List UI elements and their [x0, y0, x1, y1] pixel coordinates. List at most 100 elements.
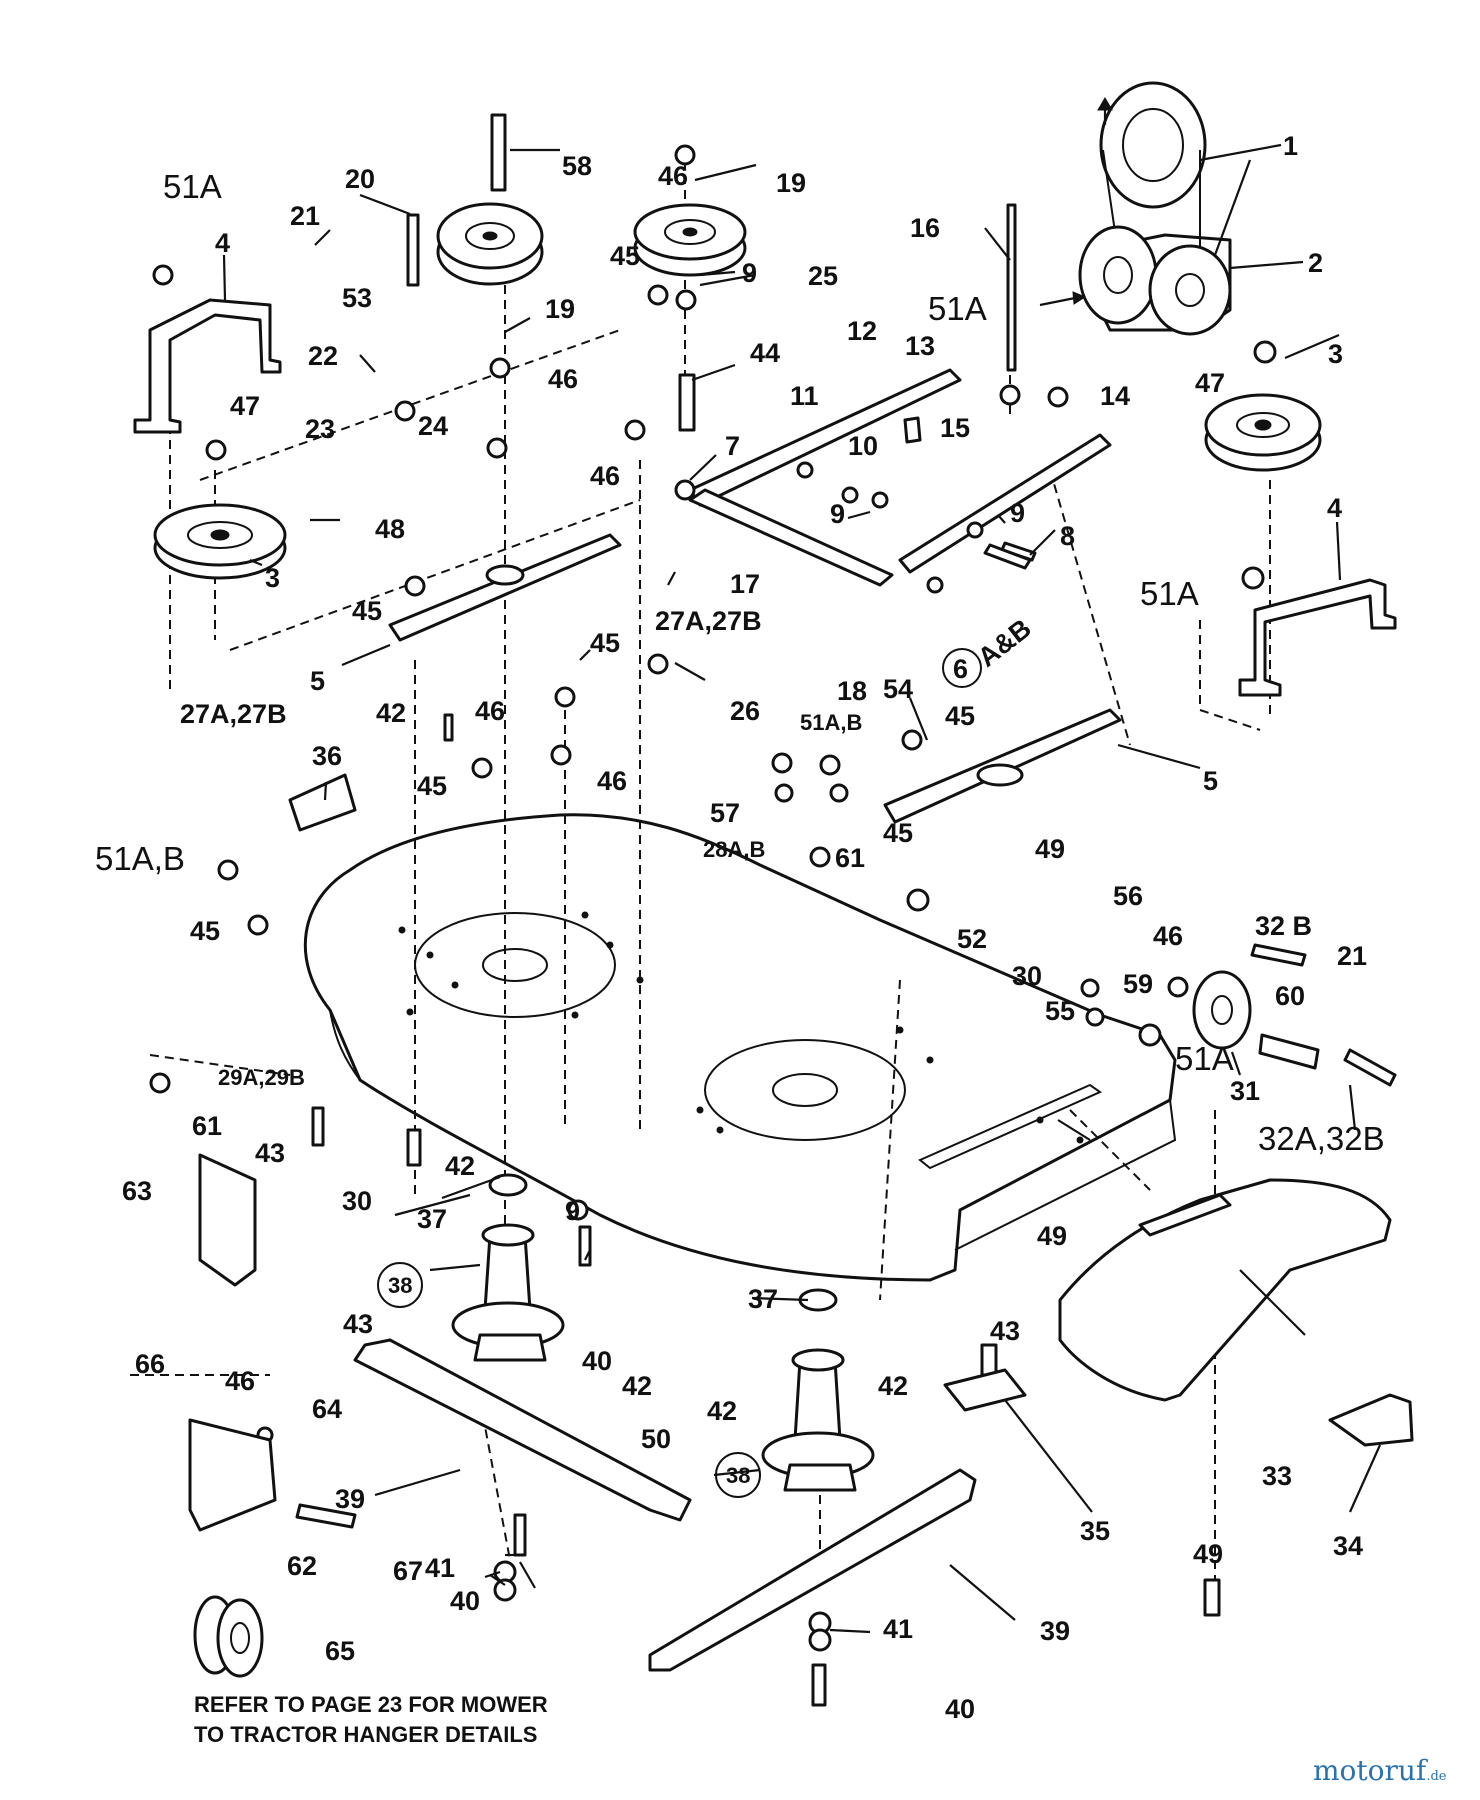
callout-50: 50: [641, 1424, 671, 1454]
callout-41: 41: [425, 1553, 455, 1583]
callout-4: 4: [215, 228, 230, 258]
callout-46: 46: [597, 766, 627, 796]
callout-15: 15: [940, 413, 970, 443]
callout-45: 45: [610, 241, 640, 271]
callout-23: 23: [305, 414, 335, 444]
decal-35: [943, 1368, 1027, 1412]
decal-36: [288, 773, 357, 832]
callout-9: 9: [1010, 498, 1025, 528]
watermark-name: motoruf: [1313, 1754, 1427, 1787]
baffle-63: [198, 1153, 257, 1287]
flat-idler-pulley-19b: [633, 203, 747, 277]
callout-49: 49: [1037, 1221, 1067, 1251]
callout-37: 37: [417, 1204, 447, 1234]
callout-46: 46: [1153, 921, 1183, 951]
callout-27ab: 27A,27B: [180, 699, 287, 729]
reference-note-line-2: TO TRACTOR HANGER DETAILS: [194, 1722, 538, 1747]
hardware-bolts: [311, 113, 1397, 1707]
callout-38: 38: [726, 1463, 750, 1488]
callout-10: 10: [848, 431, 878, 461]
callout-7: 7: [725, 431, 740, 461]
callout-28ab: 28A,B: [703, 837, 765, 862]
callout-39: 39: [1040, 1616, 1070, 1646]
callout-45: 45: [883, 818, 913, 848]
idler-pulley-right: [1204, 393, 1322, 472]
callout-27ab: 27A,27B: [655, 606, 762, 636]
callout-62: 62: [287, 1551, 317, 1581]
callout-5: 5: [1203, 766, 1218, 796]
leader-lines: [222, 143, 1382, 1634]
callout-21: 21: [290, 201, 320, 231]
discharge-chute: [1058, 1178, 1392, 1402]
callout-33: 33: [1262, 1461, 1292, 1491]
deck-holes: [398, 911, 1084, 1144]
callout-56: 56: [1113, 881, 1143, 911]
callout-35: 35: [1080, 1516, 1110, 1546]
decal-34: [1328, 1393, 1414, 1447]
callout-45: 45: [590, 628, 620, 658]
blade-left: [353, 1338, 692, 1522]
callout-40: 40: [582, 1346, 612, 1376]
callout-6: 6: [953, 654, 968, 684]
callout-40: 40: [450, 1586, 480, 1616]
lift-linkage: [674, 368, 1112, 594]
callout-49: 49: [1035, 834, 1065, 864]
callout-18: 18: [837, 676, 867, 706]
callout-21: 21: [1337, 941, 1367, 971]
watermark-logo: motoruf.de: [1313, 1754, 1446, 1787]
callout-6-circle: [942, 648, 982, 688]
callout-65: 65: [325, 1636, 355, 1666]
callout-46: 46: [225, 1366, 255, 1396]
callout-51ab: 51A,B: [95, 840, 185, 877]
callout-19: 19: [545, 294, 575, 324]
callout-39: 39: [335, 1484, 365, 1514]
callout-6-ab: A&B: [972, 613, 1037, 673]
callout-44: 44: [750, 338, 780, 368]
callout-51ab: 51A,B: [800, 710, 862, 735]
callout-14: 14: [1100, 381, 1130, 411]
callout-46: 46: [548, 364, 578, 394]
spindle-right: [761, 1288, 875, 1492]
belt-and-drive-assembly: [1039, 81, 1232, 336]
callout-9: 9: [565, 1196, 580, 1226]
callout-45: 45: [945, 701, 975, 731]
callout-38-circle: [377, 1262, 423, 1308]
spindle-left: [451, 1173, 565, 1362]
callout-46: 46: [658, 161, 688, 191]
callout-47: 47: [1195, 368, 1225, 398]
callout-11: 11: [790, 381, 819, 411]
callout-38-circle: [715, 1452, 761, 1498]
spacer-60: [1258, 1033, 1320, 1070]
callout-3: 3: [1328, 339, 1343, 369]
callout-13: 13: [905, 331, 935, 361]
callout-43: 43: [343, 1309, 373, 1339]
callout-42: 42: [445, 1151, 475, 1181]
support-plate-left: [388, 533, 622, 642]
callout-54: 54: [883, 674, 913, 704]
callout-19: 19: [776, 168, 806, 198]
callout-55: 55: [1045, 996, 1075, 1026]
callout-47: 47: [230, 391, 260, 421]
callout-32b: 32 B: [1255, 911, 1312, 941]
callout-36: 36: [312, 741, 342, 771]
callout-40: 40: [945, 1694, 975, 1724]
callout-20: 20: [345, 164, 375, 194]
flat-idler-pulley-19a: [436, 202, 544, 286]
callout-48: 48: [375, 514, 405, 544]
idler-pulley-left: [153, 503, 287, 580]
callout-52: 52: [957, 924, 987, 954]
callout-24: 24: [418, 411, 448, 441]
callout-64: 64: [312, 1394, 342, 1424]
roller-31: [1192, 970, 1252, 1050]
callout-1: 1: [1283, 131, 1298, 161]
callout-29ab: 29A,29B: [218, 1065, 305, 1090]
callout-45: 45: [190, 916, 220, 946]
callout-51a: 51A: [1175, 1040, 1234, 1077]
wheel-bracket-62: [188, 1418, 277, 1532]
callout-41: 41: [883, 1614, 913, 1644]
callout-30: 30: [342, 1186, 372, 1216]
blade-right: [648, 1468, 977, 1672]
callout-labels: 1 2 3 3 4 4 5 5 6 A&B 7 8 9 9 9 9 10 11 …: [95, 131, 1385, 1724]
callout-67: 67: [393, 1556, 423, 1586]
